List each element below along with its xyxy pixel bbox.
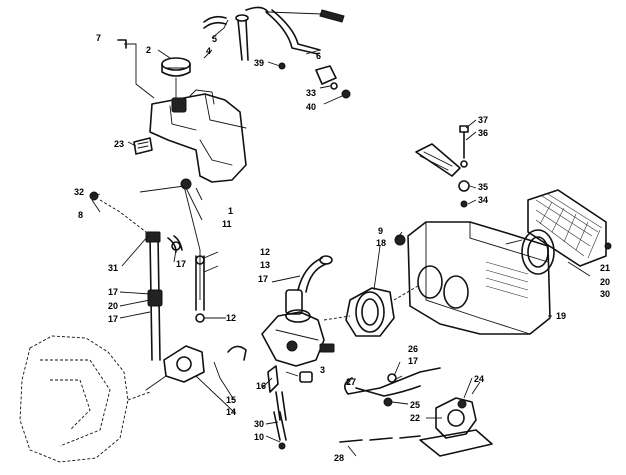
callout-6: 6 bbox=[316, 51, 321, 61]
callout-12-a: 12 bbox=[260, 247, 270, 257]
callout-16: 16 bbox=[256, 381, 266, 391]
callout-24: 24 bbox=[474, 374, 484, 384]
leader-lines bbox=[91, 19, 591, 457]
callout-34: 34 bbox=[478, 195, 488, 205]
callout-35: 35 bbox=[478, 182, 488, 192]
callout-17-e: 17 bbox=[408, 356, 418, 366]
callout-13: 13 bbox=[260, 260, 270, 270]
callout-39: 39 bbox=[254, 58, 264, 68]
callout-31: 31 bbox=[108, 263, 118, 273]
carburetor-flange bbox=[145, 345, 205, 391]
callout-21: 21 bbox=[600, 263, 610, 273]
callout-27: 27 bbox=[346, 377, 356, 387]
air-silencer bbox=[393, 221, 551, 335]
callout-18: 18 bbox=[376, 238, 386, 248]
callout-17-c: 17 bbox=[108, 287, 118, 297]
callout-37: 37 bbox=[478, 115, 488, 125]
callout-15: 15 bbox=[226, 395, 236, 405]
hose-clamps bbox=[171, 241, 205, 323]
oil-tank bbox=[149, 89, 247, 183]
callout-10: 10 bbox=[254, 432, 264, 442]
callout-17-b: 17 bbox=[258, 274, 268, 284]
callout-30-a: 30 bbox=[254, 419, 264, 429]
fuel-filter bbox=[273, 411, 287, 450]
callout-2: 2 bbox=[146, 45, 151, 55]
callout-4: 4 bbox=[206, 46, 211, 56]
callout-12-b: 12 bbox=[226, 313, 236, 323]
callout-22: 22 bbox=[410, 413, 420, 423]
callout-3: 3 bbox=[320, 365, 325, 375]
air-intake-boot bbox=[323, 287, 395, 337]
carburetor bbox=[261, 289, 335, 383]
oil-lines bbox=[89, 178, 205, 361]
oil-tank-cap bbox=[161, 57, 191, 99]
callout-23: 23 bbox=[114, 139, 124, 149]
silencer-screen bbox=[505, 189, 612, 275]
callout-11: 11 bbox=[222, 219, 232, 229]
callout-1: 1 bbox=[228, 206, 233, 216]
callout-28: 28 bbox=[334, 453, 344, 463]
oil-filler-hose bbox=[203, 6, 345, 61]
callout-17-d: 17 bbox=[108, 314, 118, 324]
callout-14: 14 bbox=[226, 407, 236, 417]
fuel-pump bbox=[419, 381, 493, 457]
callout-40: 40 bbox=[306, 102, 316, 112]
callout-20-b: 20 bbox=[600, 277, 610, 287]
callout-25: 25 bbox=[410, 400, 420, 410]
callout-33: 33 bbox=[306, 88, 316, 98]
callout-20-a: 20 bbox=[108, 301, 118, 311]
callouts: 2 7 5 4 6 39 33 40 23 1 11 32 8 31 17 12… bbox=[74, 33, 610, 463]
silencer-bracket bbox=[415, 125, 470, 208]
dipstick-bracket bbox=[117, 39, 155, 99]
oil-tank-mount-plate bbox=[133, 137, 153, 155]
callout-19: 19 bbox=[556, 311, 566, 321]
callout-36: 36 bbox=[478, 128, 488, 138]
callout-32: 32 bbox=[74, 187, 84, 197]
callout-5: 5 bbox=[212, 34, 217, 44]
vent-hose bbox=[297, 255, 333, 293]
callout-9: 9 bbox=[378, 226, 383, 236]
callout-8: 8 bbox=[78, 210, 83, 220]
throttle-cable-bracket bbox=[227, 345, 287, 421]
callout-7: 7 bbox=[96, 33, 101, 43]
callout-17-a: 17 bbox=[176, 259, 186, 269]
callout-30-b: 30 bbox=[600, 289, 610, 299]
engine-outline bbox=[19, 335, 151, 463]
oil-tank-fitting bbox=[278, 62, 351, 99]
callout-26: 26 bbox=[408, 344, 418, 354]
